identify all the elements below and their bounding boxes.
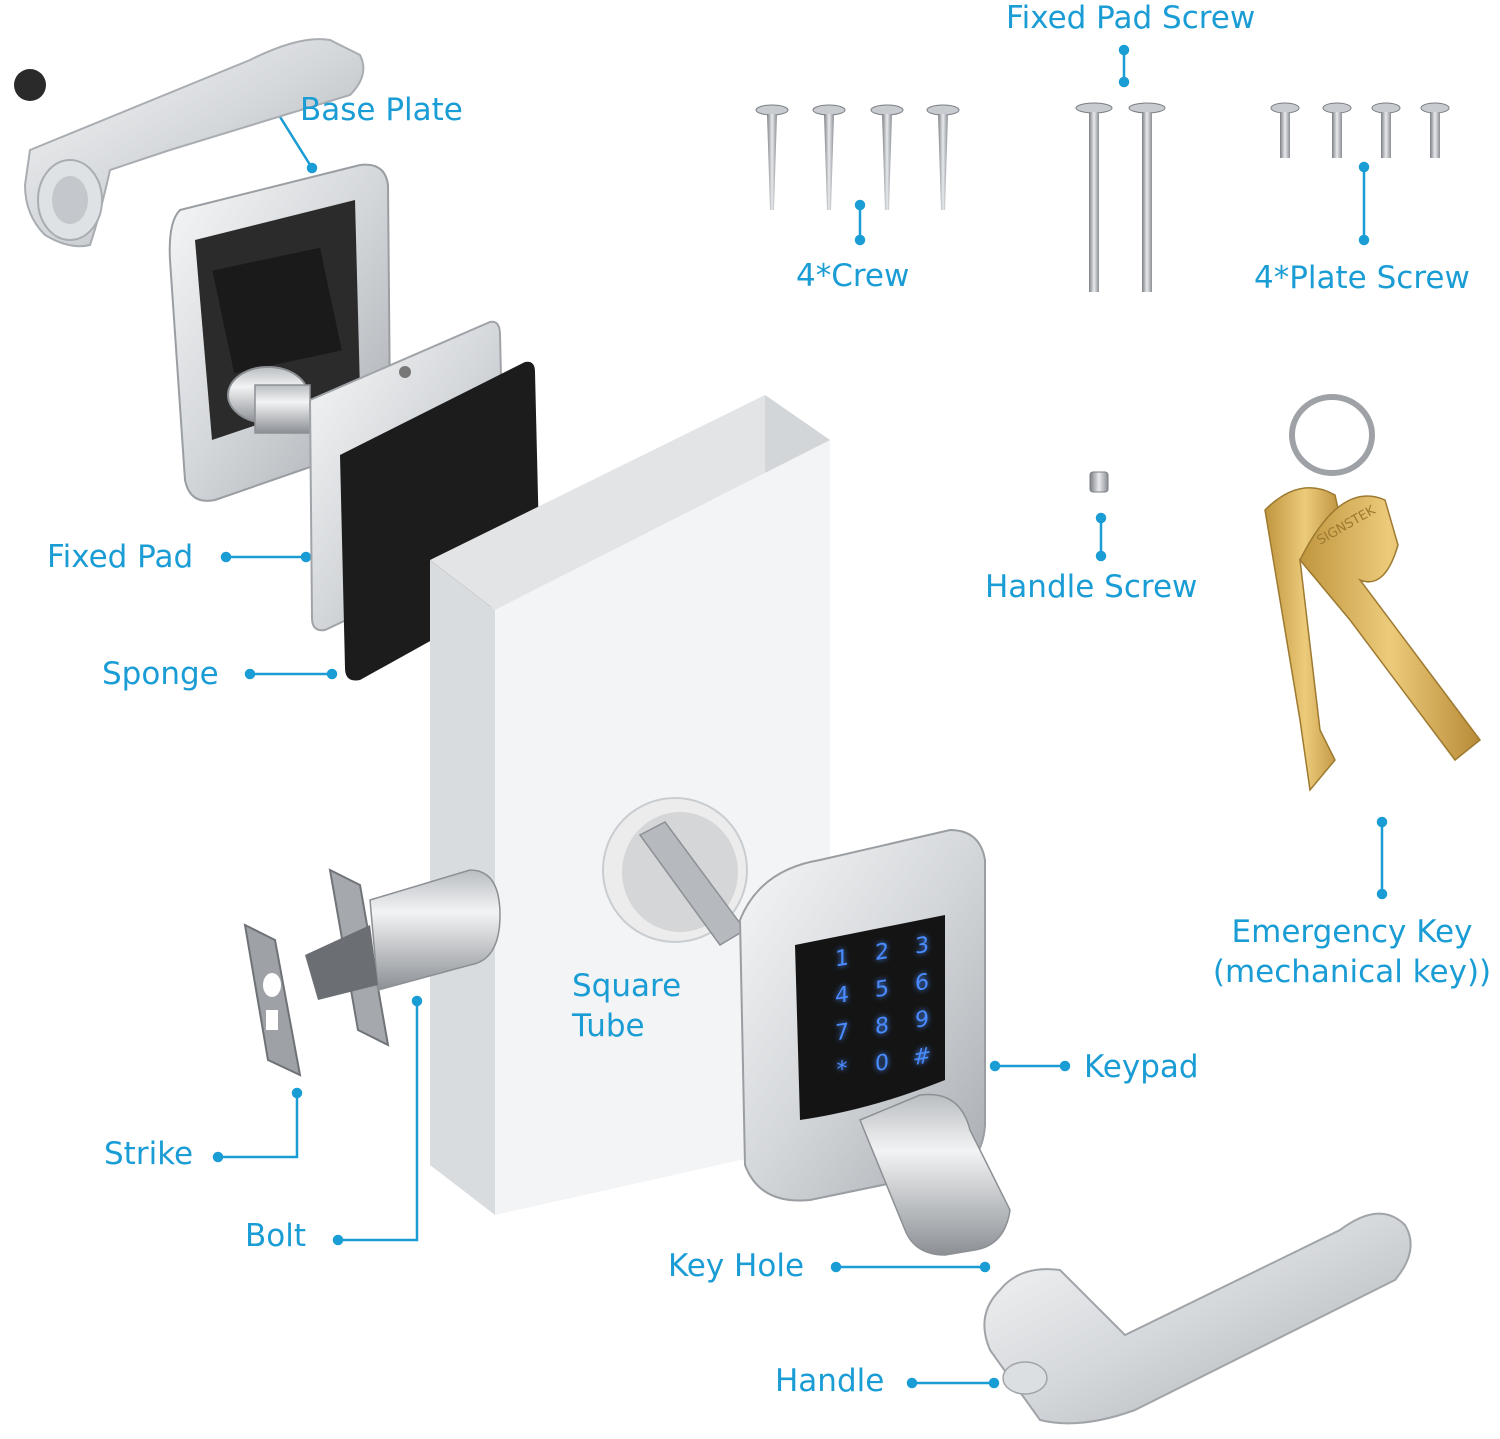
keypad-key: 5 — [875, 975, 889, 1004]
label-square-tube-line1: Square — [572, 968, 682, 1004]
keypad-key: 7 — [835, 1019, 849, 1047]
plate-screws-illustration — [1270, 102, 1450, 158]
label-emergency-key: Emergency Key (mechanical key)) — [1210, 912, 1494, 992]
keypad-illustration — [738, 828, 1011, 1256]
keypad-key: # — [912, 1043, 932, 1072]
keypad-key: 3 — [915, 932, 929, 960]
label-bolt: Bolt — [245, 1218, 307, 1254]
keypad-key: 2 — [875, 938, 889, 967]
label-fixed-pad: Fixed Pad — [47, 539, 194, 575]
keypad-key: 9 — [915, 1006, 929, 1034]
label-plate-screw: 4*Plate Screw — [1254, 260, 1470, 296]
emergency-keys-illustration: SIGNSTEK — [1264, 394, 1482, 792]
label-handle: Handle — [775, 1363, 885, 1399]
keypad-key: 4 — [835, 982, 849, 1010]
label-square-tube-line2: Tube — [572, 1008, 645, 1044]
label-handle-screw: Handle Screw — [985, 569, 1198, 605]
handle-screw-illustration — [1089, 471, 1109, 493]
label-keypad: Keypad — [1084, 1049, 1199, 1085]
keypad-key: 8 — [875, 1012, 889, 1041]
label-emergency-key-line2: (mechanical key)) — [1212, 954, 1492, 990]
keypad-key: * — [836, 1056, 848, 1084]
label-crew: 4*Crew — [796, 258, 910, 294]
keypad-key: 1 — [835, 945, 849, 973]
fixed-pad-screws-illustration — [1075, 102, 1166, 292]
label-sponge: Sponge — [102, 656, 219, 692]
label-square-tube: Square Tube — [572, 966, 681, 1046]
bolt-illustration — [305, 868, 501, 1047]
label-key-hole: Key Hole — [668, 1248, 805, 1284]
label-fixed-pad-screw: Fixed Pad Screw — [1006, 0, 1256, 36]
label-base-plate: Base Plate — [300, 92, 463, 128]
strike-illustration — [243, 923, 302, 1077]
inner-handle-illustration — [14, 38, 365, 248]
label-strike: Strike — [104, 1136, 194, 1172]
keypad-key: 0 — [875, 1049, 889, 1078]
outer-handle-illustration — [983, 1212, 1412, 1425]
keypad-key: 6 — [915, 969, 929, 997]
crew-screws-illustration — [755, 104, 960, 210]
label-emergency-key-line1: Emergency Key — [1231, 914, 1473, 950]
